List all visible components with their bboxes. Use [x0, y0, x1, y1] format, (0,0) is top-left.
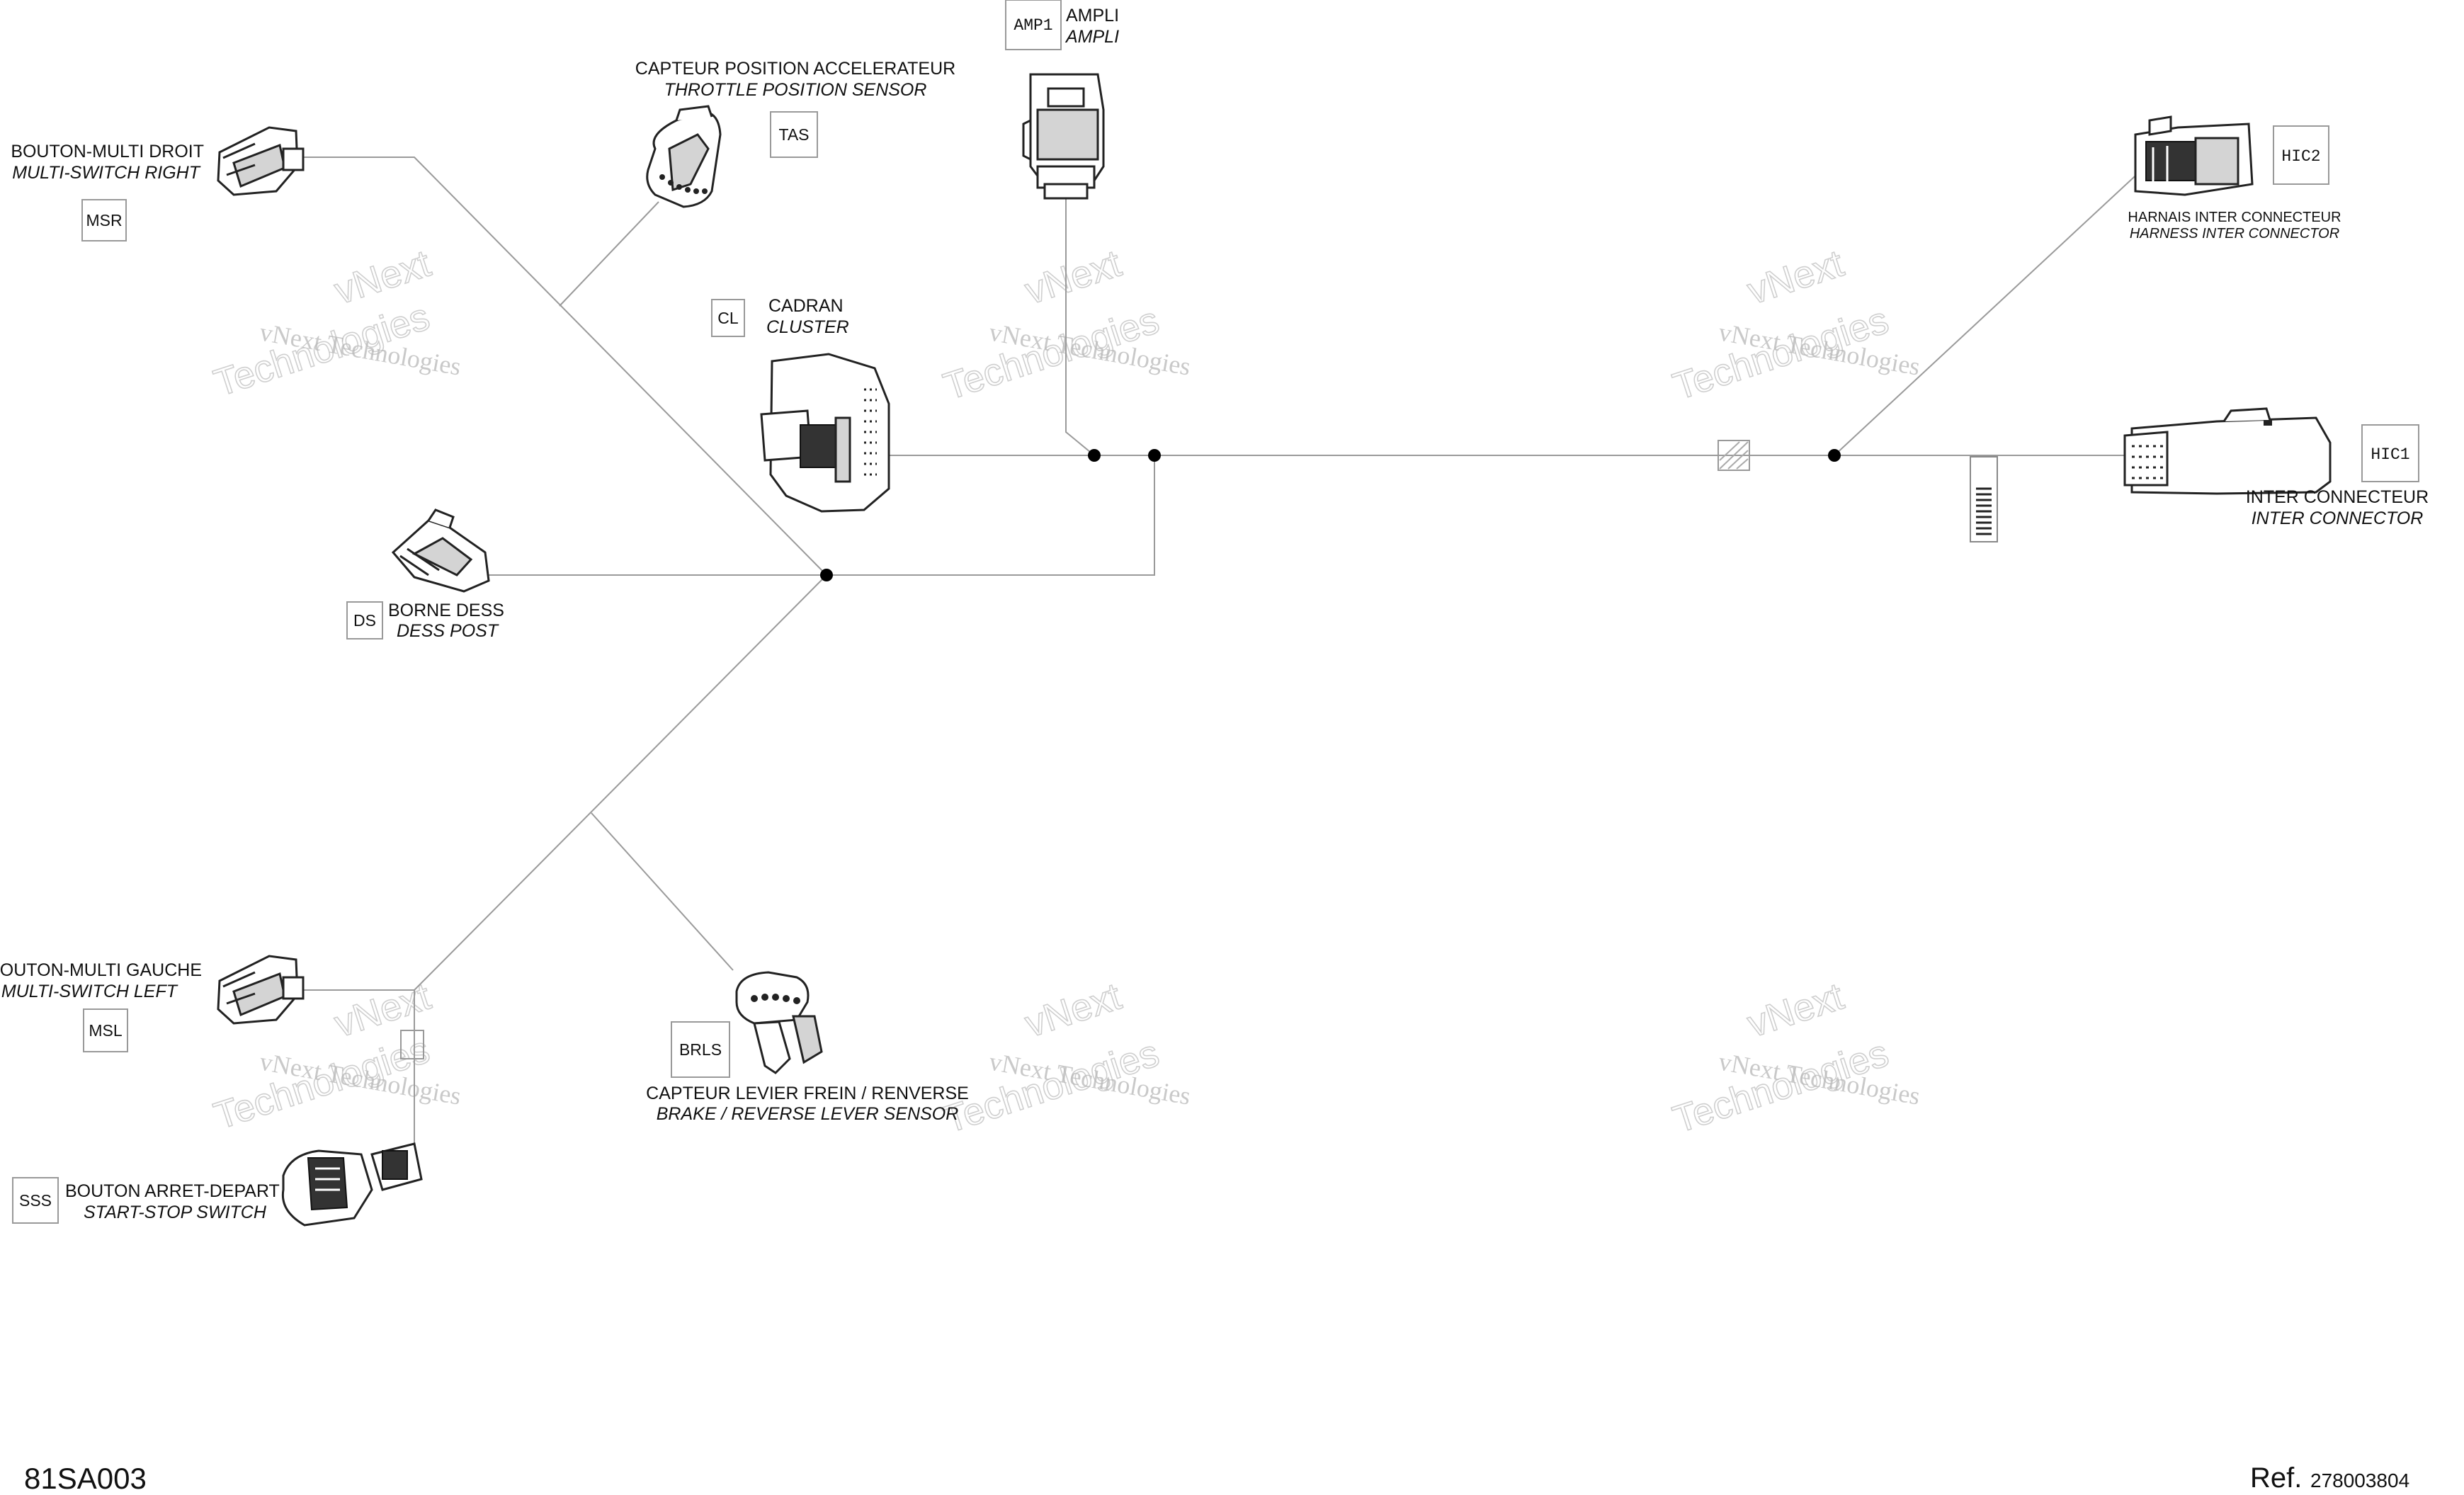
msr-code: MSR	[86, 211, 122, 229]
sss-label-fr: BOUTON ARRET-DEPART	[65, 1181, 280, 1201]
junction-node	[1088, 449, 1101, 462]
sss-code-box	[12, 1177, 59, 1224]
watermark-vnext: vNext	[1742, 242, 1849, 313]
cl-code: CL	[717, 309, 739, 327]
cl-code-box	[711, 299, 745, 337]
watermark-1: vNext Technologies vNext Technologies	[208, 241, 463, 405]
cl-label-fr: CADRAN	[768, 296, 844, 316]
splice-hatch	[1719, 441, 1749, 470]
lower-branch-wire	[414, 574, 827, 991]
hic1-component[interactable]: HIC1 INTER CONNECTEUR INTER CONNECTOR	[2246, 424, 2429, 528]
cluster-branch-wire	[827, 455, 1155, 576]
msl-component[interactable]: BOUTON-MULTI GAUCHE MULTI-SWITCH LEFT MS…	[0, 960, 202, 1052]
drawing-id: 81SA003	[24, 1462, 147, 1495]
harness-label-tag	[1970, 456, 1998, 542]
ds-connector-icon	[391, 508, 490, 593]
hic1-connector-icon	[2123, 407, 2332, 495]
amp1-code-box	[1005, 0, 1062, 50]
amp1-label-en: AMPLI	[1064, 27, 1119, 47]
hic2-component[interactable]: HIC2 HARNAIS INTER CONNECTEUR HARNESS IN…	[2128, 125, 2341, 241]
sss-component[interactable]: SSS BOUTON ARRET-DEPART START-STOP SWITC…	[12, 1177, 280, 1224]
hic2-label-en: HARNESS INTER CONNECTOR	[2130, 226, 2339, 241]
msr-code-box	[81, 199, 127, 241]
msr-label-fr: BOUTON-MULTI DROIT	[11, 142, 204, 161]
msl-code-box	[83, 1008, 128, 1052]
ref-label: Ref.	[2250, 1462, 2302, 1494]
amp1-code: AMP1	[1014, 16, 1052, 35]
watermark-vnext: vNext	[1020, 975, 1126, 1046]
brls-label-fr: CAPTEUR LEVIER FREIN / RENVERSE	[646, 1084, 969, 1103]
hic2-wire	[1834, 159, 2154, 456]
watermark-5: vNext Technologies vNext Technologies	[938, 974, 1193, 1142]
harness-wires	[287, 157, 2154, 1169]
tas-label-en: THROTTLE POSITION SENSOR	[664, 80, 927, 100]
tas-label-fr: CAPTEUR POSITION ACCELERATEUR	[635, 59, 955, 79]
ref-number: 278003804	[2310, 1470, 2409, 1491]
hic1-label-en: INTER CONNECTOR	[2252, 508, 2424, 528]
msr-component[interactable]: BOUTON-MULTI DROIT MULTI-SWITCH RIGHT MS…	[11, 142, 204, 241]
hic1-code: HIC1	[2371, 445, 2409, 464]
sss-label-en: START-STOP SWITCH	[84, 1203, 267, 1222]
brls-wire	[591, 812, 734, 971]
tas-code-box	[770, 111, 818, 158]
hic2-code-box	[2273, 125, 2329, 185]
tas-component[interactable]: CAPTEUR POSITION ACCELERATEUR THROTTLE P…	[635, 59, 955, 158]
ds-label-en: DESS POST	[397, 621, 499, 641]
brls-code-box	[671, 1021, 730, 1078]
msr-wire	[290, 157, 827, 576]
hic2-label-fr: HARNAIS INTER CONNECTEUR	[2128, 210, 2341, 225]
amp1-label-fr: AMPLI	[1066, 6, 1119, 25]
cl-component[interactable]: CL CADRAN CLUSTER	[711, 296, 849, 337]
watermark-vnext: vNext	[1020, 242, 1126, 313]
harness-label-stripes	[1976, 487, 1992, 535]
msr-connector-icon	[217, 126, 305, 196]
sss-connector-icon	[281, 1142, 423, 1227]
watermark-3: vNext Technologies vNext Technologies	[1667, 241, 1922, 409]
hic2-connector-icon	[2134, 115, 2254, 196]
tas-code: TAS	[778, 125, 809, 144]
sss-code: SSS	[19, 1191, 52, 1210]
ds-code-box	[346, 601, 383, 640]
amp1-component[interactable]: AMP1 AMPLI AMPLI	[1005, 0, 1119, 50]
hic2-code: HIC2	[2281, 147, 2320, 166]
tas-wire	[559, 201, 659, 307]
junction-node	[1148, 449, 1161, 462]
msl-label-fr: BOUTON-MULTI GAUCHE	[0, 960, 202, 980]
junction-node	[1828, 449, 1841, 462]
hic1-label-fr: INTER CONNECTEUR	[2246, 487, 2429, 507]
watermark-vnext: vNext	[1742, 975, 1849, 1046]
tas-connector-icon	[646, 105, 722, 208]
msl-marker	[400, 1030, 424, 1059]
watermark-6: vNext Technologies vNext Technologies	[1667, 974, 1922, 1142]
junction-node	[820, 569, 833, 581]
cluster-connector-icon	[760, 353, 890, 513]
splice-marker	[1718, 440, 1750, 471]
msl-label-en: MULTI-SWITCH LEFT	[1, 982, 178, 1001]
brls-code: BRLS	[679, 1040, 722, 1059]
brls-component[interactable]: BRLS CAPTEUR LEVIER FREIN / RENVERSE BRA…	[646, 1021, 969, 1124]
cl-label-en: CLUSTER	[766, 317, 849, 337]
msl-code: MSL	[89, 1021, 123, 1040]
ds-component[interactable]: DS BORNE DESS DESS POST	[346, 601, 504, 641]
msl-connector-icon	[217, 955, 305, 1025]
brls-connector-icon	[735, 971, 823, 1074]
ds-code: DS	[353, 611, 376, 630]
brls-label-en: BRAKE / REVERSE LEVER SENSOR	[657, 1104, 959, 1124]
ds-label-fr: BORNE DESS	[388, 601, 504, 620]
footer: 81SA003 Ref. 278003804	[24, 1462, 2409, 1495]
hic1-code-box	[2361, 424, 2419, 482]
amp1-connector-icon	[1022, 73, 1105, 200]
msr-label-en: MULTI-SWITCH RIGHT	[12, 163, 201, 183]
amp1-wire	[1065, 198, 1095, 456]
